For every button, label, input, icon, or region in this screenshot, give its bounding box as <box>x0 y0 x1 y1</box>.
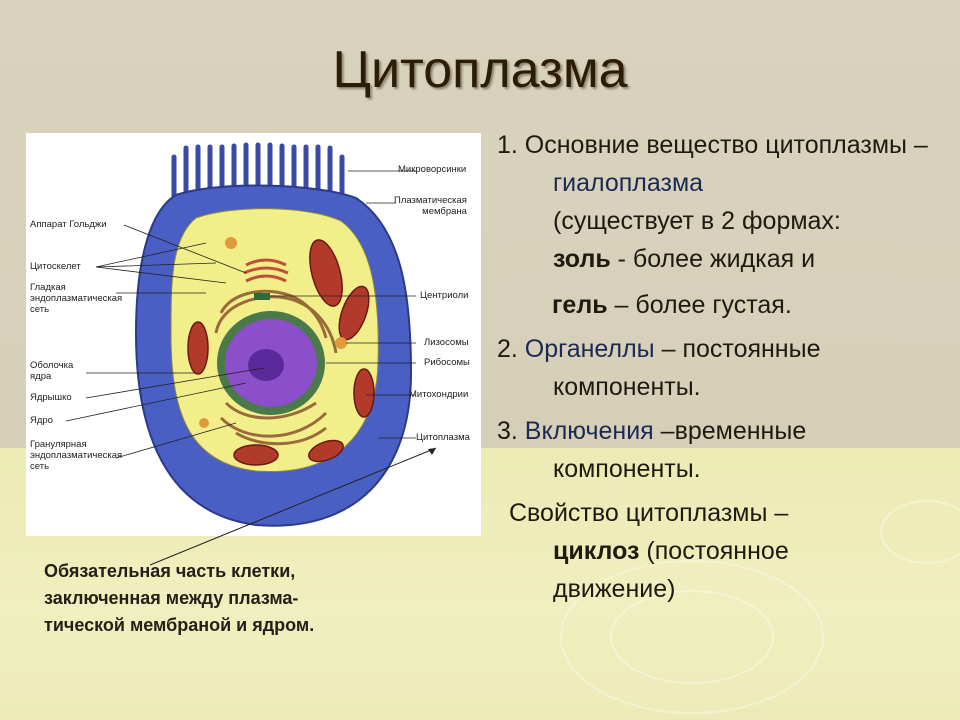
point-text: –временные <box>653 417 807 445</box>
point-3-cont: компоненты. <box>553 455 701 483</box>
point-2-cont: компоненты. <box>553 373 701 401</box>
cell-illustration <box>65 142 416 527</box>
er-shape <box>214 289 338 446</box>
term-gel: гель <box>552 291 608 319</box>
decorative-ring <box>560 560 824 714</box>
label-lysosomes: Лизосомы <box>424 337 469 348</box>
point-number: 1. <box>497 131 525 159</box>
point-3: 3. Включения –временные <box>497 412 947 450</box>
point-number: 2. <box>497 335 525 363</box>
decorative-ring <box>880 500 960 564</box>
cyclosis-desc: (постоянное <box>639 537 789 565</box>
point-4-cont: движение) <box>553 575 676 603</box>
lysosome-shape <box>199 237 347 428</box>
point-1-line-1: 1. Основние вещество цитоплазмы – <box>497 126 947 164</box>
label-golgi: Аппарат Гольджи <box>30 219 107 230</box>
label-microvilli: Микроворсинки <box>398 164 467 175</box>
label-plasma-membrane: Плазматическая мембрана <box>394 195 467 217</box>
point-4: Свойство цитоплазмы – <box>509 499 789 527</box>
point-1-term: гиалоплазма <box>497 164 947 202</box>
slide-title: Цитоплазма <box>332 41 628 99</box>
label-centrioles: Центриоли <box>420 290 469 301</box>
nucleolus-shape <box>248 349 284 381</box>
label-nucleolus: Ядрышко <box>30 392 72 403</box>
label-ribosomes: Рибосомы <box>424 357 470 368</box>
term-hyaloplasm: гиалоплазма <box>553 169 704 197</box>
centriole-shape <box>254 293 270 300</box>
point-1-forms: (существует в 2 формах: <box>553 207 841 235</box>
point-1-sol: золь - более жидкая и <box>497 240 947 278</box>
label-cytoplasm: Цитоплазма <box>416 432 470 443</box>
point-number: 3. <box>497 417 525 445</box>
golgi-shape <box>243 258 289 283</box>
leader-lines <box>65 170 416 459</box>
point-text: – постоянные <box>654 335 821 363</box>
label-nuclear-envelope: Оболочка ядра <box>30 360 74 382</box>
cell-diagram: Микроворсинки Плазматическая мембрана Ап… <box>26 133 481 536</box>
label-nucleus: Ядро <box>30 415 53 426</box>
content-list: 1. Основние вещество цитоплазмы – гиалоп… <box>497 126 947 608</box>
term-organelles: Органеллы <box>524 335 655 363</box>
term-sol: золь <box>553 245 611 273</box>
gel-desc: – более густая. <box>607 291 792 319</box>
decorative-ring <box>610 590 774 684</box>
term-cyclosis: циклоз <box>553 537 640 565</box>
label-mitochondria: Митохондрии <box>409 389 469 400</box>
term-inclusions: Включения <box>524 417 654 445</box>
label-cytoskeleton: Цитоскелет <box>30 261 81 272</box>
point-2: 2. Органеллы – постоянные <box>497 330 947 368</box>
point-text: Основние вещество цитоплазмы – <box>524 131 928 159</box>
point-4-term: циклоз (постоянное <box>497 532 947 570</box>
label-smooth-er: Гладкая эндоплазматическая сеть <box>30 282 123 315</box>
figure-caption: Обязательная часть клетки, заключенная м… <box>44 561 315 635</box>
sol-desc: - более жидкая и <box>610 245 816 273</box>
point-1-gel: гель – более густая. <box>497 286 947 324</box>
label-granular-er: Гранулярная эндоплазматическая сеть <box>30 439 123 472</box>
